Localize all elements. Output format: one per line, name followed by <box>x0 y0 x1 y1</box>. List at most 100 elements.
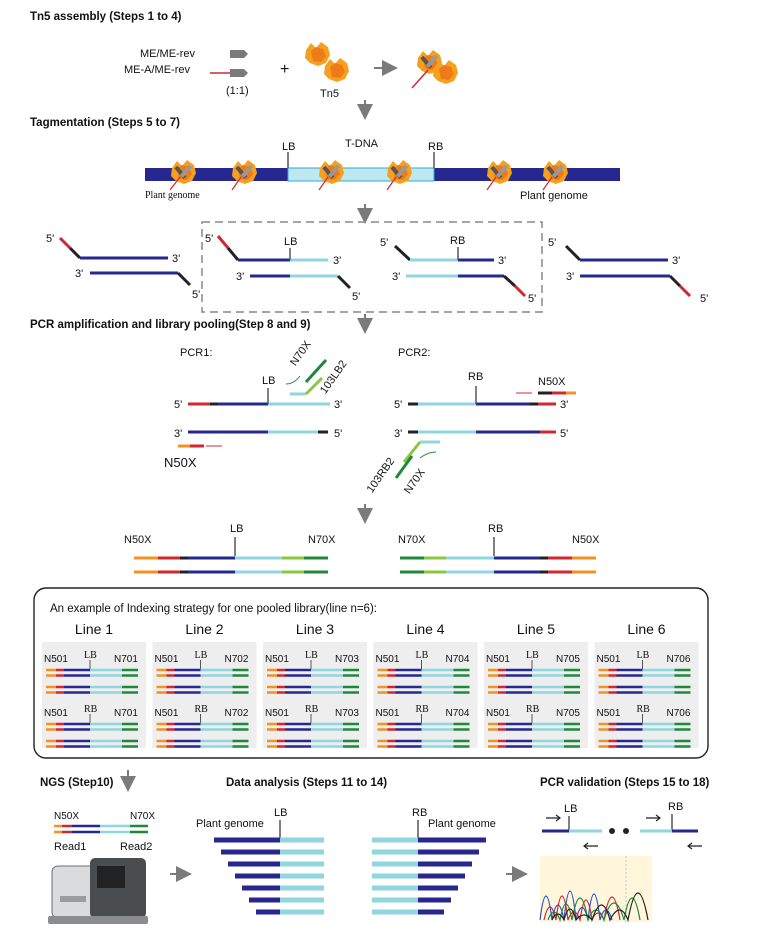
n5-index-label: N501 <box>376 654 400 665</box>
ratio-label: (1:1) <box>226 85 249 97</box>
tn5-complexes-on-genome <box>169 160 568 191</box>
plant-genome-left-label: Plant genome <box>145 190 200 201</box>
svg-text:LB: LB <box>274 807 287 819</box>
pooled-rb: N70X RB N50X <box>398 523 600 574</box>
adapter-me-shape <box>230 50 248 58</box>
tagmentation-lb-label: LB <box>282 141 295 153</box>
lb-label: LB <box>305 650 318 661</box>
svg-text:3': 3' <box>498 255 506 267</box>
fragment-1: 5' 3' 3' 5' <box>46 233 200 301</box>
svg-text:3': 3' <box>560 399 568 411</box>
lb-label: LB <box>84 650 97 661</box>
svg-text:LB: LB <box>284 236 297 248</box>
lb-label: LB <box>637 650 650 661</box>
svg-text:5': 5' <box>205 233 213 245</box>
svg-text:3': 3' <box>392 271 400 283</box>
analysis-lb: LB Plant genome <box>196 807 324 915</box>
n7-index-label: N701 <box>114 654 138 665</box>
svg-text:RB: RB <box>488 523 503 535</box>
svg-text:5': 5' <box>548 237 556 249</box>
plus-sign: + <box>280 61 289 78</box>
svg-text:RB: RB <box>450 235 465 247</box>
svg-text:3': 3' <box>672 255 680 267</box>
n7-index-label: N705 <box>556 654 580 665</box>
me-label: ME/ME-rev <box>140 48 196 60</box>
svg-text:RB: RB <box>468 371 483 383</box>
svg-text:3': 3' <box>236 271 244 283</box>
rb-label: RB <box>416 704 430 715</box>
line-title: Line 2 <box>185 621 223 637</box>
line-title: Line 5 <box>517 621 555 637</box>
lb-rb-fragments-box <box>201 221 543 313</box>
svg-text:N50X: N50X <box>164 455 197 470</box>
svg-text:LB: LB <box>230 523 243 535</box>
rb-label: RB <box>305 704 319 715</box>
indexing-title: An example of Indexing strategy for one … <box>50 603 377 615</box>
svg-text:Plant genome: Plant genome <box>428 818 496 830</box>
pooled-lb: N50X LB N70X <box>124 523 336 574</box>
n7-index-label: N704 <box>446 708 470 719</box>
n5-index-label: N501 <box>265 654 289 665</box>
svg-text:N70X: N70X <box>130 811 155 822</box>
tagmentation-rb-label: RB <box>428 141 443 153</box>
adapter-mea-shape <box>230 69 248 77</box>
svg-text:5': 5' <box>560 428 568 440</box>
line-title: Line 4 <box>406 621 444 637</box>
svg-text:3': 3' <box>174 428 182 440</box>
n5-index-label: N501 <box>155 708 179 719</box>
n5-index-label: N501 <box>597 708 621 719</box>
svg-text:N70X: N70X <box>398 534 426 546</box>
section-title-analysis: Data analysis (Steps 11 to 14) <box>226 777 387 789</box>
sequencer-icon <box>48 858 148 924</box>
n7-index-label: N703 <box>335 708 359 719</box>
n7-index-label: N702 <box>225 708 249 719</box>
svg-text:RB: RB <box>668 801 683 813</box>
svg-text:3': 3' <box>334 399 342 411</box>
svg-text:3': 3' <box>75 268 83 280</box>
fragment-rb: 5' RB 3' 3' 5' <box>380 235 536 305</box>
svg-text:N50X: N50X <box>538 376 566 388</box>
lb-label: LB <box>416 650 429 661</box>
tn5-complex-icon <box>411 50 458 89</box>
n7-index-label: N706 <box>667 708 691 719</box>
svg-text:RB: RB <box>412 807 427 819</box>
svg-text:5': 5' <box>46 233 54 245</box>
svg-text:3': 3' <box>566 271 574 283</box>
tn5-dimer-icon <box>305 42 349 82</box>
ngs-read-diagram: N50X N70X Read1 Read2 <box>54 811 155 853</box>
rb-label: RB <box>637 704 651 715</box>
svg-text:3': 3' <box>333 255 341 267</box>
n5-index-label: N501 <box>44 708 68 719</box>
line-title: Line 3 <box>296 621 334 637</box>
n5-index-label: N501 <box>44 654 68 665</box>
svg-text:5': 5' <box>334 428 342 440</box>
section-title-ngs: NGS (Step10) <box>40 777 114 789</box>
n5-index-label: N501 <box>486 654 510 665</box>
svg-text:LB: LB <box>262 375 275 387</box>
pcr2-label: PCR2: <box>398 347 430 359</box>
svg-text:103RB2: 103RB2 <box>365 456 398 495</box>
n7-index-label: N701 <box>114 708 138 719</box>
n5-index-label: N501 <box>155 654 179 665</box>
plant-genome-right-label: Plant genome <box>520 190 588 202</box>
svg-text:5': 5' <box>380 237 388 249</box>
n7-index-label: N706 <box>667 654 691 665</box>
svg-text:5': 5' <box>352 291 360 303</box>
section-title-pcr: PCR amplification and library pooling(St… <box>30 319 311 331</box>
n7-index-label: N702 <box>225 654 249 665</box>
section-title-assembly: Tn5 assembly (Steps 1 to 4) <box>30 11 182 23</box>
svg-text:N70X: N70X <box>288 338 314 368</box>
sanger-chromatogram <box>539 856 652 923</box>
svg-text:Read1: Read1 <box>54 841 86 853</box>
tdna-label: T-DNA <box>345 138 379 150</box>
svg-text:LB: LB <box>564 803 577 815</box>
pcr-validation-diagram: LB RB <box>542 801 702 850</box>
n7-index-label: N705 <box>556 708 580 719</box>
n5-index-label: N501 <box>265 708 289 719</box>
